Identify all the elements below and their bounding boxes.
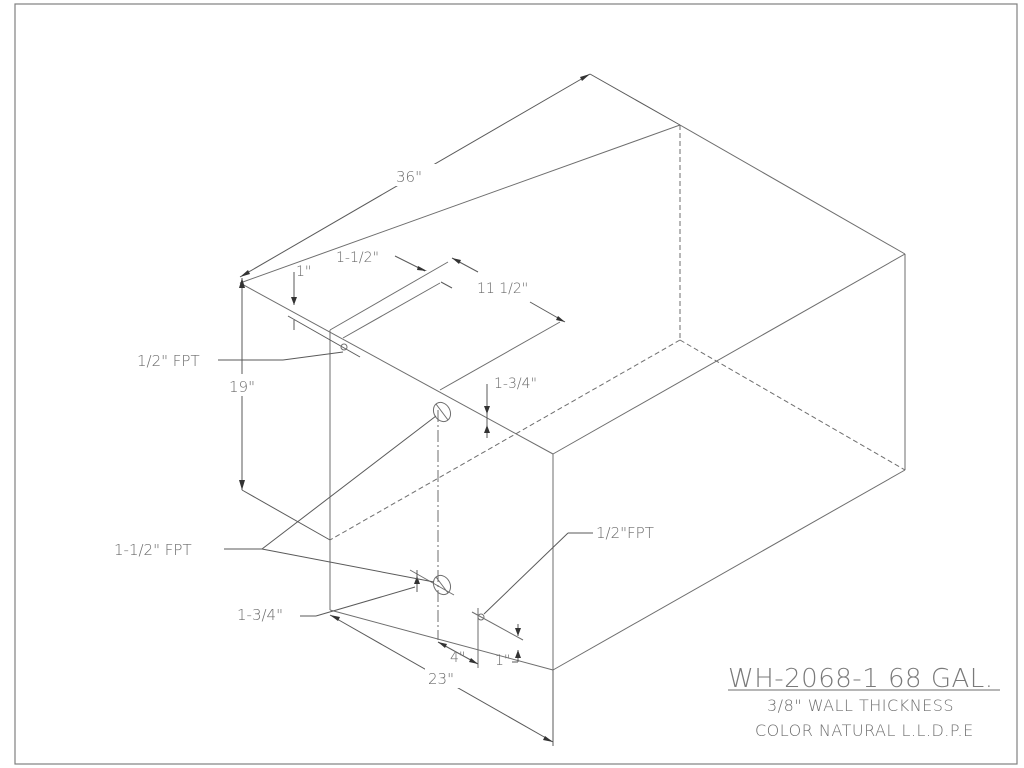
callout-top-fitting: 1/2" FPT xyxy=(137,351,344,370)
dim-width-label: 23" xyxy=(428,670,454,688)
callout-bottom-fitting-label: 1/2"FPT xyxy=(596,524,654,542)
callout-top-fitting-label: 1/2" FPT xyxy=(137,352,200,370)
dim-channel-label: 1-1/2" xyxy=(336,250,379,266)
callout-bottom-fitting: 1/2"FPT xyxy=(483,524,654,615)
upper-side-fitting: 1-3/4" xyxy=(432,376,537,438)
dim-length-label: 36" xyxy=(396,168,422,186)
callout-side-fittings-label: 1-1/2" FPT xyxy=(114,541,192,559)
material-note: COLOR NATURAL L.L.D.P.E xyxy=(755,721,974,740)
dim-channel-length-label: 11 1/2" xyxy=(477,281,528,297)
dim-lower-fitting-label: 1-3/4" xyxy=(237,606,283,624)
dimension-19: 19" xyxy=(225,278,331,541)
lower-offset-dim: 1-3/4" xyxy=(237,586,416,624)
dim-bottom-offset-label: 1" xyxy=(495,653,510,669)
dim-top-offset-label: 1" xyxy=(296,264,311,280)
hidden-edges xyxy=(329,125,906,640)
part-number-title: WH-2068-1 68 GAL. xyxy=(728,664,994,694)
tank-outline xyxy=(239,124,906,671)
drawing-border xyxy=(14,3,1018,765)
lower-side-fitting xyxy=(409,569,455,596)
dim-bottom-spacing-label: 4" xyxy=(450,650,465,666)
title-block: WH-2068-1 68 GAL. 3/8" WALL THICKNESS CO… xyxy=(728,664,1000,740)
dimension-36: 36" xyxy=(239,73,681,278)
callout-side-fittings: 1-1/2" FPT xyxy=(114,415,437,583)
wall-thickness-note: 3/8" WALL THICKNESS xyxy=(767,696,954,715)
dim-height-label: 19" xyxy=(229,378,255,396)
top-fitting-dims: 1" 1-1/2" 11 1/2" xyxy=(287,250,566,358)
dimension-23: 23" xyxy=(329,614,554,746)
bottom-fitting: 4" 1" xyxy=(437,608,524,669)
dim-upper-fitting-label: 1-3/4" xyxy=(494,376,537,392)
